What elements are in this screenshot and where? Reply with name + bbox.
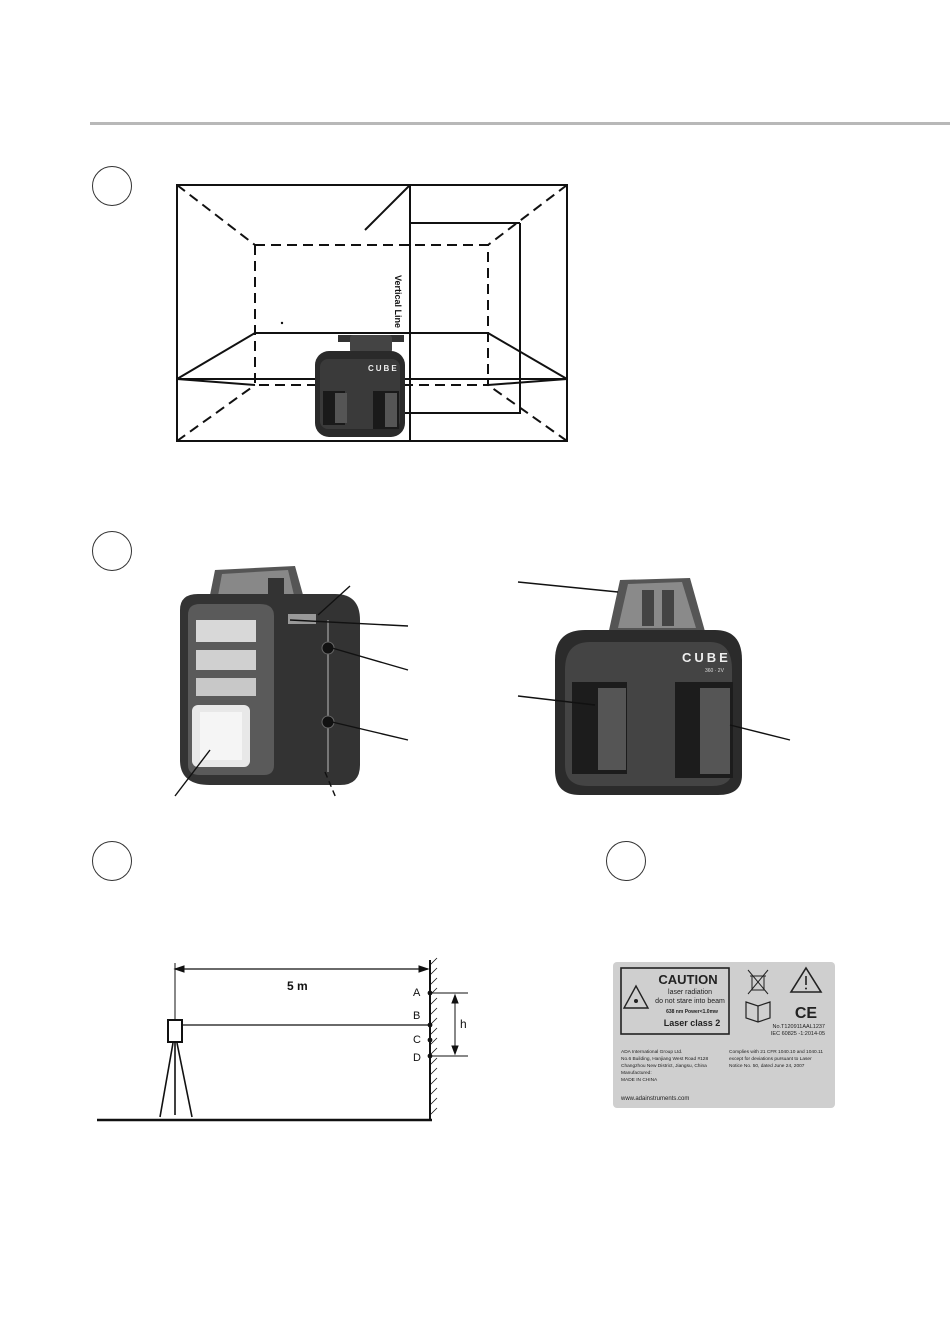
company-name: ADA International Group Ltd. [621,1049,682,1055]
caution-line-1: laser radiation [668,989,712,996]
caution-spec: 638 nm Power<1.0mw [666,1009,718,1015]
section-4-marker [606,841,646,881]
laser-class: Laser class 2 [664,1018,721,1028]
section-2-marker [92,531,132,571]
point-d-label: D [413,1052,421,1064]
figure-2-device-brand: CUBE [682,650,731,665]
point-b-label: B [413,1010,420,1022]
company-address-1: No.6 Building, Hanjiang West Road #128 [621,1056,708,1062]
complies-line-2: except for deviations pursuant to Laser [729,1056,812,1062]
vertical-line-label: Vertical Line [393,275,403,328]
caution-title: CAUTION [658,972,717,987]
figure-1-room-diagram: Vertical Line CUBE [176,184,568,442]
device-side-view [180,566,360,785]
figure-4-caution-label: CAUTION laser radiation do not stare int… [613,962,835,1108]
section-3-marker [92,841,132,881]
section-1-marker [92,166,132,206]
manufactured-label: Manufactured: [621,1070,652,1076]
distance-label: 5 m [287,979,308,993]
complies-line-3: Notice No. 50, dated June 24, 2007 [729,1063,805,1069]
made-in-china: MADE IN CHINA [621,1077,658,1083]
room-outline [176,184,568,442]
device-front-view: CUBE 360 · 2V [555,578,742,795]
figure-2-device-model: 360 · 2V [705,668,725,674]
ce-mark: CE [795,1005,818,1022]
figure-1-laser-device: CUBE [315,335,405,437]
cert-number: No.T120911AAL1237 [773,1024,826,1030]
warning-triangle-icon [789,966,823,993]
company-address-2: Changzhou New District, Jiangsu, China [621,1063,707,1069]
weee-bin-icon [747,969,769,995]
figure-1-device-brand: CUBE [368,364,399,373]
height-label: h [460,1017,467,1031]
point-a-label: A [413,987,421,999]
manual-book-icon [745,1001,771,1023]
complies-line-1: Complies with 21 CFR 1040.10 and 1040.11 [729,1049,823,1055]
website: www.adainstruments.com [620,1096,689,1102]
point-c-label: C [413,1034,421,1046]
header-rule [90,122,950,125]
figure-2-device-views: CUBE 360 · 2V [174,566,791,799]
caution-line-2: do not stare into beam [655,998,725,1005]
iec-standard: IEC 60825 -1:2014-05 [771,1031,825,1037]
figure-3-measurement-diagram: 5 m A B C D h [97,957,468,1122]
